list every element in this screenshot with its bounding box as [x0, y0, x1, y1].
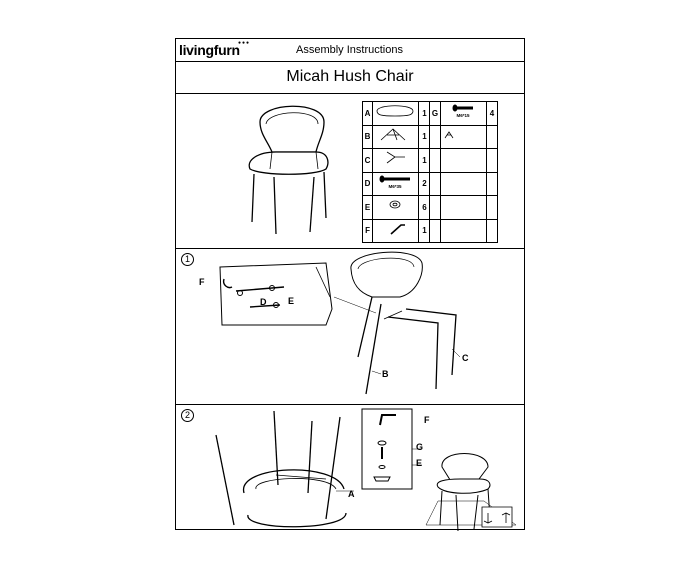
part-code: M6*35 [389, 184, 403, 189]
part-image [372, 101, 420, 126]
washer-icon [389, 200, 401, 209]
parts-row: C 1 [361, 148, 499, 173]
parts-row: D M6*35 2 [361, 171, 499, 196]
step-2-panel: 2 [176, 405, 524, 531]
step-number: 1 [181, 253, 194, 266]
header-title: Assembly Instructions [296, 44, 403, 56]
instruction-sheet: livingfurn ●●● Assembly Instructions Mic… [175, 38, 525, 531]
parts-row: F 1 [361, 218, 499, 243]
product-title: Micah Hush Chair [286, 68, 414, 85]
header-row: livingfurn ●●● Assembly Instructions [176, 39, 524, 62]
step-1-drawing [219, 251, 461, 395]
part-image: M6*15 [439, 101, 487, 126]
parts-table: A 1 G M6*15 4 B [361, 101, 499, 243]
callout-label: D [260, 297, 267, 307]
part-qty: 1 [418, 101, 431, 126]
callout-label: C [462, 353, 469, 363]
callout-label: E [288, 296, 295, 306]
part-qty: 1 [418, 148, 431, 173]
parts-row: B 1 [361, 124, 499, 149]
part-letter: B [361, 124, 374, 149]
overview-row: A 1 G M6*15 4 B [176, 94, 524, 249]
step-2-illustration [215, 408, 517, 531]
allen-key-icon [390, 223, 406, 235]
part-image [372, 218, 420, 243]
part-code: M6*15 [456, 113, 470, 118]
parts-row: A 1 G M6*15 4 [361, 101, 499, 126]
callout-label: B [382, 369, 389, 379]
part-letter: E [361, 195, 374, 220]
part-letter: C [361, 148, 374, 173]
callout-label: A [348, 489, 355, 499]
parts-row: E 6 [361, 195, 499, 220]
callout-label: F [199, 277, 205, 287]
leg-frame-icon [386, 151, 406, 164]
part-letter: F [361, 218, 374, 243]
part-qty: 6 [418, 195, 431, 220]
part-qty: 4 [485, 101, 499, 126]
small-frame-icon [444, 130, 453, 138]
part-letter: A [361, 101, 374, 126]
part-letter: D [361, 171, 374, 196]
callout-label: G [416, 442, 424, 452]
leg-frame-icon [380, 127, 406, 140]
part-image [372, 148, 420, 173]
callout-label: F [424, 415, 430, 425]
part-letter: G [429, 101, 441, 126]
step-1-panel: 1 [176, 249, 524, 405]
chair-overview-illustration [248, 105, 329, 235]
brand-logo: livingfurn [179, 42, 240, 58]
short-bolt-icon: M6*15 [452, 104, 473, 118]
step-number: 2 [181, 409, 194, 422]
part-image [439, 124, 487, 149]
brand-logo-dots-icon: ●●● [238, 40, 251, 46]
part-image: M6*35 [372, 171, 420, 196]
part-image [372, 124, 420, 149]
part-qty: 2 [418, 171, 431, 196]
backrest-icon [376, 105, 414, 117]
step-2-drawing [215, 408, 517, 531]
step-1-illustration [219, 251, 461, 395]
part-image [372, 195, 420, 220]
part-qty: 1 [418, 218, 431, 243]
chair-overview-drawing [248, 105, 329, 235]
callout-label: E [416, 458, 423, 468]
long-bolt-icon: M6*35 [379, 175, 411, 189]
title-row: Micah Hush Chair [176, 62, 524, 94]
part-qty: 1 [418, 124, 431, 149]
